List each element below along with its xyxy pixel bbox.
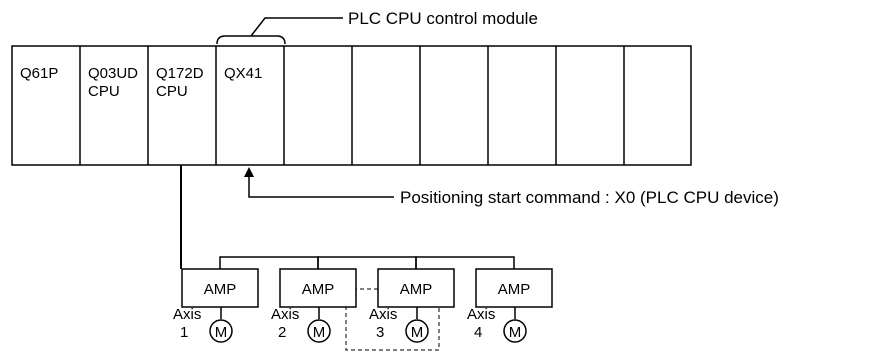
module-callout-label: PLC CPU control module: [348, 9, 538, 28]
axis-label: Axis: [467, 306, 495, 323]
motor-icon: [405, 319, 429, 343]
slot-4: QX41: [224, 65, 262, 82]
motor-label: M: [509, 324, 522, 341]
command-callout-label: Positioning start command : X0 (PLC CPU …: [400, 188, 779, 207]
slot-label-line2: CPU: [156, 83, 188, 100]
module-leader-line: [250, 17, 343, 37]
amplifier-box: [377, 268, 455, 308]
slot-label: Q172D: [156, 65, 204, 82]
amplifier-label: AMP: [204, 281, 237, 298]
axis-number: 1: [180, 324, 188, 341]
amp-link-3-4: [415, 256, 515, 269]
amp-link-1-2: [219, 256, 319, 269]
axis-number: 4: [474, 324, 482, 341]
axis-label: Axis: [173, 306, 201, 323]
command-arrow: [244, 167, 394, 198]
axis-number: 3: [376, 324, 384, 341]
axis-number: 2: [278, 324, 286, 341]
amplifier-box: [475, 268, 553, 308]
slot-label: Q03UD: [88, 65, 138, 82]
command-callout: Positioning start command : X0 (PLC CPU …: [244, 167, 779, 207]
amplifier-box: [181, 268, 259, 308]
slot-label: Q61P: [20, 65, 58, 82]
slot-label: QX41: [224, 65, 262, 82]
motor-label: M: [411, 324, 424, 341]
motor-icon: [209, 319, 233, 343]
axis-label: Axis: [271, 306, 299, 323]
amp-link-2-3: [317, 256, 417, 269]
module-bracket: [216, 35, 286, 45]
amplifier-label: AMP: [400, 281, 433, 298]
motor-label: M: [215, 324, 228, 341]
motor-label: M: [313, 324, 326, 341]
axis-label: Axis: [369, 306, 397, 323]
amplifier-label: AMP: [302, 281, 335, 298]
slot-1: Q61P: [20, 65, 58, 82]
amplifier-box: [279, 268, 357, 308]
module-callout: PLC CPU control module: [216, 9, 538, 45]
slot-label-line2: CPU: [88, 83, 120, 100]
motor-icon: [307, 319, 331, 343]
motor-icon: [503, 319, 527, 343]
amplifier-label: AMP: [498, 281, 531, 298]
